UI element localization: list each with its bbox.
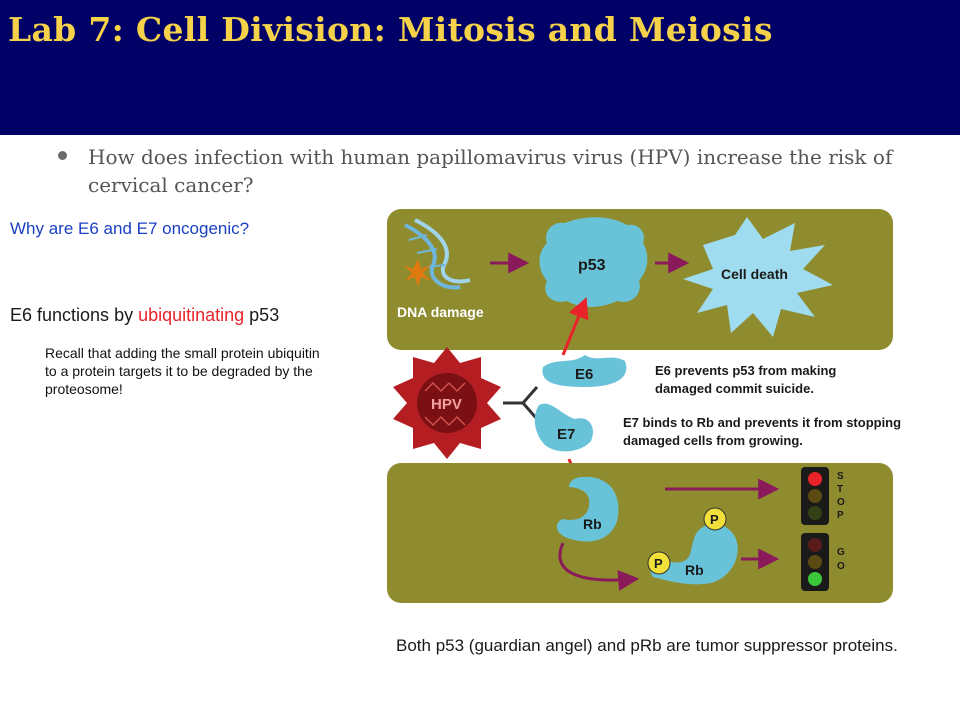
e6-inhibits-p53-arrow (561, 297, 589, 356)
cell-death-shape (683, 217, 833, 337)
e6-protein (542, 355, 627, 387)
e6-label: E6 (575, 366, 593, 383)
e7-label: E7 (557, 426, 575, 443)
p53-label: p53 (578, 257, 606, 274)
phospho-rb-label: Rb (685, 562, 704, 578)
go-green-lamp (808, 572, 822, 586)
stop-letter-t: T (837, 484, 843, 495)
dna-damage-label: DNA damage (397, 304, 484, 320)
e6-function-text: E6 functions by ubiquitinating p53 (10, 302, 350, 328)
stop-green-lamp (808, 506, 822, 520)
hpv-core (417, 373, 477, 433)
title-bar: Lab 7: Cell Division: Mitosis and Meiosi… (0, 0, 960, 135)
rb-to-phospho-curve-arrow (558, 542, 640, 591)
tumor-suppressor-caption: Both p53 (guardian angel) and pRb are tu… (396, 636, 898, 655)
e6-prefix: E6 functions by (10, 305, 139, 325)
ubiquitinating-highlight: ubiquitinating (138, 305, 245, 325)
stop-red-lamp (808, 472, 822, 486)
question-text: How does infection with human papillomav… (88, 145, 893, 197)
recall-note: Recall that adding the small protein ubi… (45, 345, 320, 397)
stop-amber-lamp (808, 489, 822, 503)
e7-description-line1: E7 binds to Rb and prevents it from stop… (623, 415, 901, 430)
stop-letter-s: S (837, 471, 844, 482)
hpv-label: HPV (431, 396, 462, 413)
go-red-lamp (808, 538, 822, 552)
phospho-rb-protein (650, 524, 738, 585)
e6-description-line2: damaged commit suicide. (655, 381, 814, 396)
hpv-branch-connector (503, 386, 539, 420)
phosphate-label-left: P (654, 556, 663, 571)
stop-letter-p: P (837, 510, 844, 521)
phosphate-label-top: P (710, 512, 719, 527)
e7-description-line2: damaged cells from growing. (623, 433, 803, 448)
e7-protein (534, 403, 594, 452)
go-letter-g: G (837, 547, 845, 558)
p53-protein (539, 217, 648, 307)
dna-damage-icon (403, 218, 471, 290)
go-amber-lamp (808, 555, 822, 569)
go-letter-o: O (837, 561, 845, 572)
e6-description-line1: E6 prevents p53 from making (655, 363, 836, 378)
hpv-scribble (424, 381, 466, 427)
rb-label: Rb (583, 516, 602, 532)
phosphate-circle-top (703, 507, 727, 531)
bullet-icon (58, 151, 67, 160)
slide-title: Lab 7: Cell Division: Mitosis and Meiosi… (8, 10, 773, 49)
rb-protein (556, 476, 619, 542)
e6-suffix: p53 (244, 305, 280, 325)
stop-letter-o: O (837, 497, 845, 508)
why-oncogenic-heading: Why are E6 and E7 oncogenic? (10, 219, 250, 238)
phosphate-circle-left (647, 551, 671, 575)
hpv-oncogenic-diagram: DNA damage p53 Cell death HPV E6 E6 prev… (387, 209, 901, 603)
cell-death-label: Cell death (721, 266, 788, 282)
